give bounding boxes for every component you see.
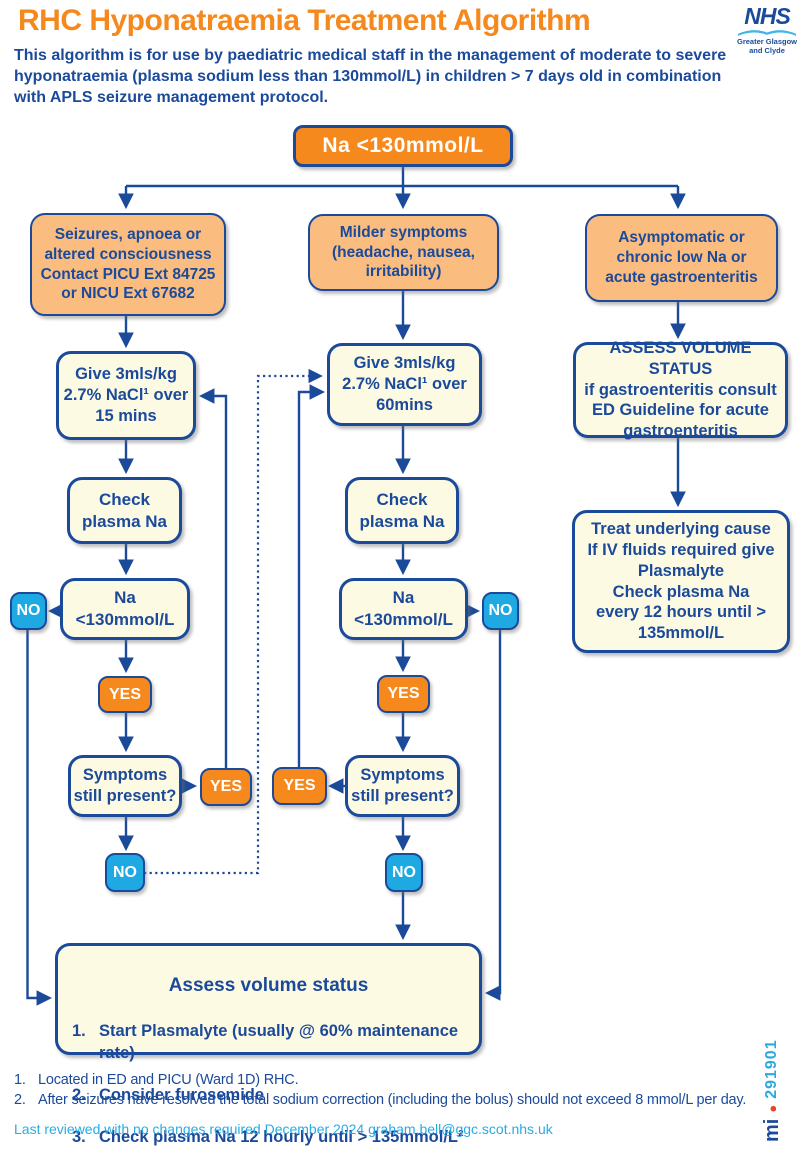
- node-milder-symptoms-entry: Milder symptoms (headache, nausea, irrit…: [308, 214, 499, 291]
- assess-box-item: 3. Check plasma Na 12 hourly until > 135…: [72, 1127, 464, 1146]
- node-check-plasma-na-left: Check plasma Na: [67, 477, 182, 544]
- assess-box-item: 1. Start Plasmalyte (usually @ 60% maint…: [72, 1021, 459, 1062]
- assess-box-item: 2. Consider furosemide: [72, 1085, 265, 1104]
- badge-no-na-middle: NO: [482, 592, 519, 630]
- nhs-logo: NHS Greater Glasgow and Clyde: [735, 3, 799, 56]
- last-reviewed-text: Last reviewed with no changes required D…: [14, 1121, 553, 1137]
- badge-no-symptoms-left: NO: [105, 853, 145, 892]
- assess-box-title: Assess volume status: [168, 975, 369, 997]
- badge-no-symptoms-middle: NO: [385, 853, 423, 892]
- node-root-na-130: Na <130mmol/L: [293, 125, 513, 167]
- nhs-wordmark: NHS: [744, 3, 791, 29]
- node-assess-volume-gastro: ASSESS VOLUME STATUS if gastroenteritis …: [573, 339, 788, 440]
- node-bolus-60min: Give 3mls/kg 2.7% NaCl¹ over 60mins: [327, 343, 482, 426]
- nhs-swoosh-icon: [738, 30, 796, 36]
- node-assess-volume-status: Assess volume status 1. Start Plasmalyte…: [55, 943, 482, 1146]
- node-seizures-entry: Seizures, apnoea or altered consciousnes…: [30, 213, 226, 316]
- nhs-org-name: Greater Glasgow and Clyde: [736, 37, 798, 55]
- node-symptoms-middle: Symptoms still present?: [345, 755, 460, 817]
- document-code: mi ● 291901: [760, 992, 784, 1142]
- badge-yes-na-middle: YES: [377, 675, 430, 713]
- footnotes: 1. Located in ED and PICU (Ward 1D) RHC.…: [14, 1072, 789, 1112]
- badge-yes-symptoms-middle: YES: [272, 767, 327, 805]
- document-code-dot-icon: ●: [764, 1104, 780, 1113]
- node-na-130-left: Na <130mmol/L: [60, 578, 190, 640]
- badge-yes-na-left: YES: [98, 676, 152, 713]
- badge-no-na-left: NO: [10, 592, 47, 630]
- node-bolus-15min: Give 3mls/kg 2.7% NaCl¹ over 15 mins: [56, 351, 196, 440]
- node-check-plasma-na-middle: Check plasma Na: [345, 477, 459, 544]
- node-treat-underlying-cause: Treat underlying cause If IV fluids requ…: [572, 510, 790, 653]
- badge-yes-symptoms-left: YES: [200, 768, 252, 806]
- document-code-prefix: mi: [760, 1118, 783, 1142]
- node-na-130-middle: Na <130mmol/L: [339, 578, 468, 640]
- node-asymptomatic-entry: Asymptomatic or chronic low Na or acute …: [585, 214, 778, 302]
- page-title: RHC Hyponatraemia Treatment Algorithm: [18, 4, 591, 37]
- document-code-number: 291901: [763, 1039, 780, 1099]
- footnote-1: 1. Located in ED and PICU (Ward 1D) RHC.: [14, 1072, 299, 1088]
- footnote-2: 2. After seizures have resolved the tota…: [14, 1092, 747, 1108]
- node-symptoms-left: Symptoms still present?: [68, 755, 182, 817]
- intro-text: This algorithm is for use by paediatric …: [14, 47, 727, 106]
